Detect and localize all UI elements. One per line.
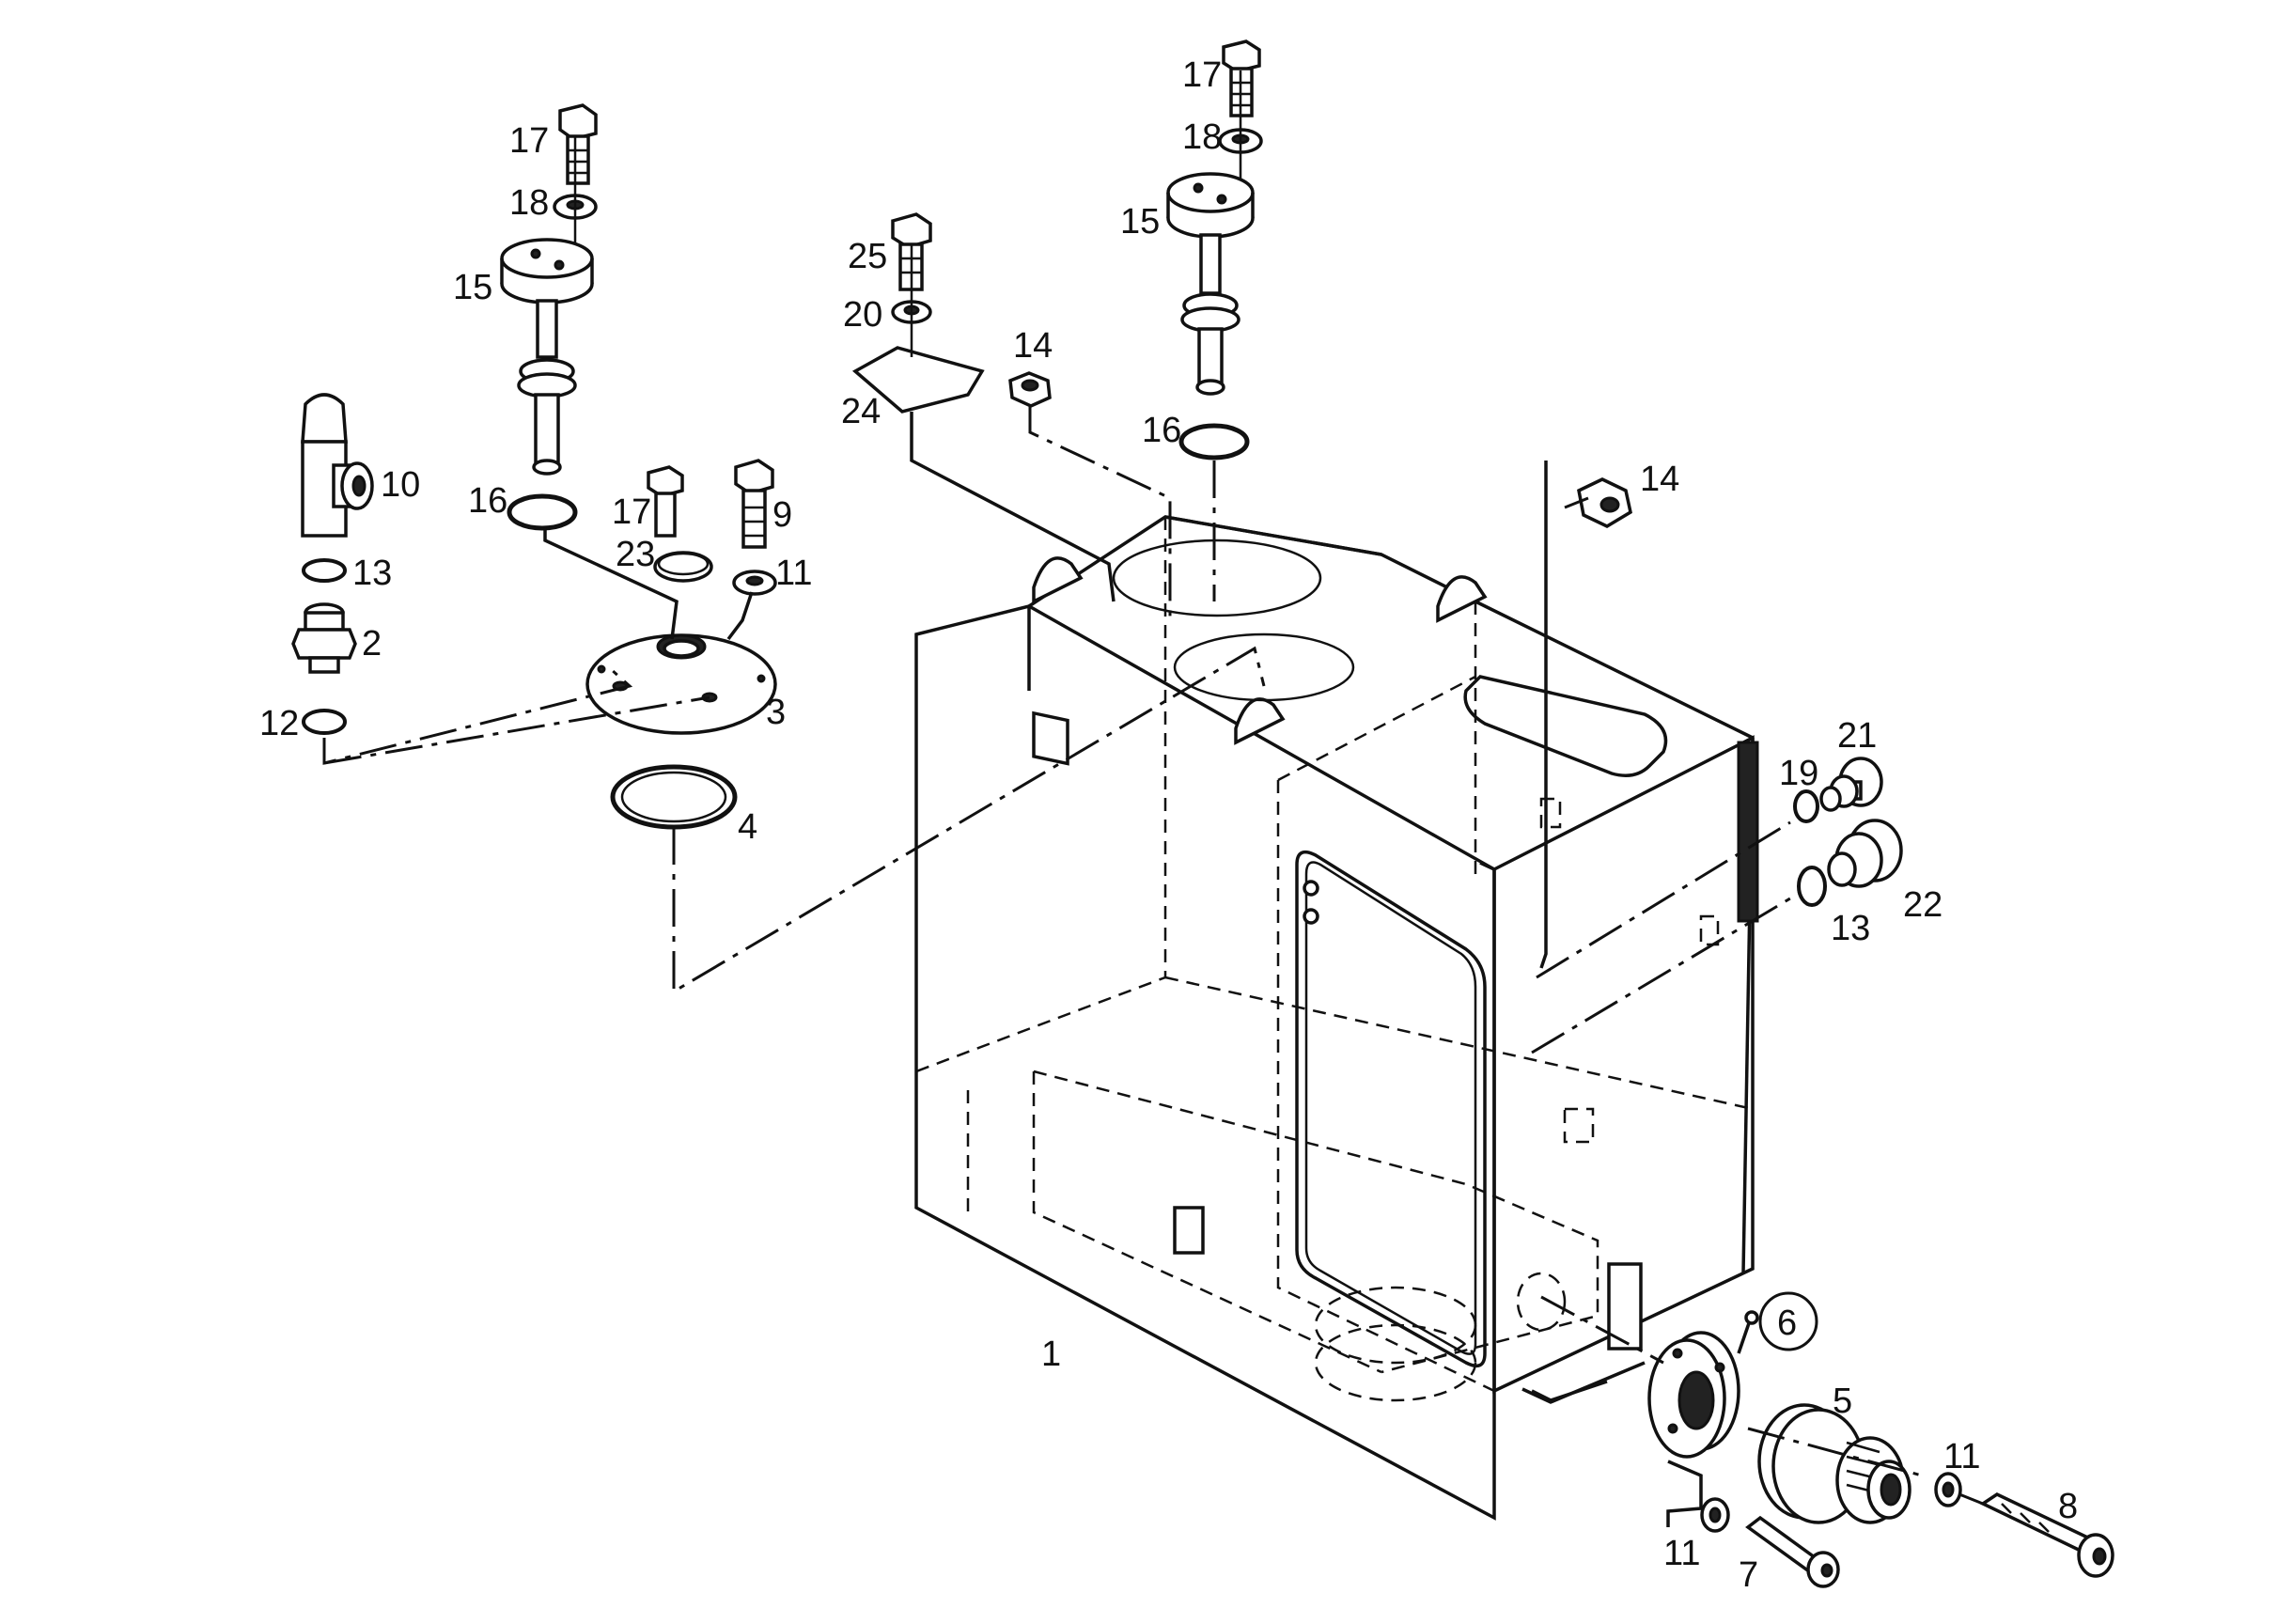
callout-18-right: 18 — [1182, 117, 1222, 157]
callout-11-bottom: 11 — [1663, 1534, 1700, 1573]
callout-16-left: 16 — [468, 481, 507, 521]
mount-15-left — [500, 238, 594, 476]
callout-16-right: 16 — [1142, 411, 1181, 450]
tank-body — [914, 515, 1759, 1521]
washer-11-bottom — [1700, 1497, 1730, 1533]
bolt-8 — [1979, 1491, 2114, 1578]
callout-11-right: 11 — [1943, 1437, 1980, 1476]
bolt-17-center — [647, 465, 684, 538]
washer-11-right — [1934, 1472, 1962, 1507]
fitting-5 — [1757, 1403, 1911, 1524]
washer-11-top — [732, 570, 777, 596]
plug-21 — [1819, 757, 1883, 812]
callout-22: 22 — [1903, 885, 1943, 925]
callout-17-right: 17 — [1182, 55, 1222, 95]
oring-19 — [1793, 789, 1819, 823]
callout-5: 5 — [1833, 1382, 1852, 1421]
callout-15-right: 15 — [1120, 202, 1160, 242]
callout-11-top: 11 — [775, 554, 812, 593]
callout-17-left: 17 — [509, 121, 549, 161]
callout-13-right: 13 — [1831, 909, 1870, 948]
callout-12: 12 — [259, 704, 299, 743]
leader-lines — [322, 70, 1984, 1527]
bolt-9 — [734, 459, 774, 549]
oring-12 — [302, 709, 347, 735]
callout-13-left: 13 — [352, 554, 392, 593]
bolt-17-left — [558, 103, 598, 185]
callout-21: 21 — [1837, 716, 1877, 756]
nut-14-top — [1008, 371, 1052, 408]
callout-23: 23 — [616, 535, 655, 574]
mount-15-right — [1166, 172, 1255, 396]
nut-14-right — [1577, 477, 1632, 528]
callout-24: 24 — [841, 392, 881, 431]
cap-23 — [653, 551, 713, 583]
breather-10 — [301, 393, 374, 538]
bolt-17-right — [1222, 39, 1261, 117]
oring-13-left — [302, 558, 347, 583]
callout-25: 25 — [848, 237, 887, 276]
callout-9: 9 — [772, 495, 792, 535]
oring-13-right — [1797, 866, 1827, 907]
callout-6: 6 — [1777, 1304, 1797, 1343]
callout-15-left: 15 — [453, 268, 492, 307]
callout-19: 19 — [1779, 754, 1818, 793]
fitting-2 — [291, 602, 357, 674]
callout-1: 1 — [1041, 1335, 1061, 1374]
plug-22 — [1827, 819, 1903, 888]
cover-plate-3 — [585, 633, 777, 735]
callout-4: 4 — [738, 807, 757, 847]
oring-16-left — [507, 493, 578, 531]
callout-14-top: 14 — [1013, 326, 1053, 366]
gasket-4 — [610, 764, 738, 830]
callout-2: 2 — [362, 624, 382, 664]
flange-6 — [1647, 1310, 1759, 1459]
callout-7: 7 — [1739, 1555, 1758, 1595]
plate-24 — [851, 346, 985, 414]
oring-16-right — [1178, 423, 1250, 461]
callout-17-center: 17 — [612, 492, 651, 532]
callout-14-right: 14 — [1640, 460, 1679, 499]
callout-10: 10 — [381, 465, 420, 505]
callout-6-circle — [1758, 1291, 1818, 1351]
callout-20: 20 — [843, 295, 882, 335]
bolt-7 — [1745, 1515, 1840, 1588]
callout-3: 3 — [766, 693, 786, 732]
callout-18-left: 18 — [509, 183, 549, 223]
callout-8: 8 — [2058, 1487, 2078, 1526]
